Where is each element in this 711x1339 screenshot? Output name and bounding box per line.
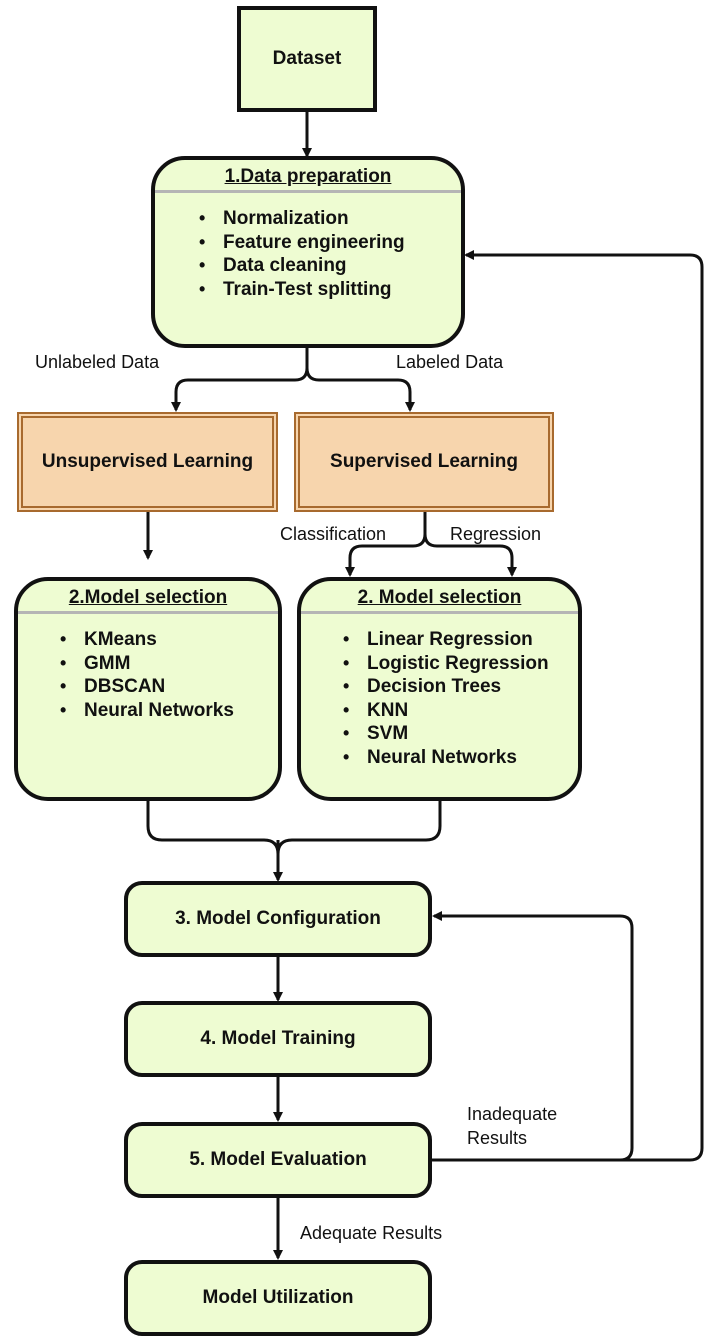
label-inadequate-results-line2: Results [467,1128,528,1148]
edge-merge-right [276,800,442,855]
edge-regression [423,533,517,577]
edge-unlabeled [171,367,309,412]
label-regression: Regression [450,524,542,544]
data-preparation-title: 1.Data preparation [224,166,392,187]
edge-merge-left [146,800,280,855]
label-unlabeled-data: Unlabeled Data [35,352,160,372]
edge-classification [345,533,427,577]
model-selection-unsupervised-node: 2.Model selection KMeans GMM DBSCAN Neur… [14,577,282,801]
edge-feedback-prep [464,250,704,1162]
dataset-label: Dataset [272,48,342,69]
list-item: Neural Networks [343,746,578,770]
model-selection-supervised-title: 2. Model selection [357,587,522,608]
model-training-label: 4. Model Training [200,1028,356,1049]
model-selection-unsupervised-title: 2.Model selection [68,587,228,608]
data-preparation-divider [155,190,461,193]
model-selection-supervised-node: 2. Model selection Linear Regression Log… [297,577,582,801]
list-item: DBSCAN [60,675,278,699]
model-selection-supervised-divider [301,611,578,614]
list-item: Normalization [199,207,461,231]
label-adequate-results: Adequate Results [300,1223,443,1243]
list-item: KMeans [60,628,278,652]
list-item: Logistic Regression [343,652,578,676]
model-configuration-node: 3. Model Configuration [124,881,432,957]
list-item: SVM [343,722,578,746]
unsupervised-learning-node: Unsupervised Learning [17,412,278,512]
list-item: KNN [343,699,578,723]
model-configuration-label: 3. Model Configuration [175,908,381,929]
edge-labeled [305,367,415,412]
list-item: Neural Networks [60,699,278,723]
list-item: Feature engineering [199,231,461,255]
dataset-node: Dataset [237,6,377,112]
model-selection-unsupervised-divider [18,611,278,614]
model-utilization-label: Model Utilization [202,1287,354,1308]
list-item: Data cleaning [199,254,461,278]
model-evaluation-label: 5. Model Evaluation [189,1149,367,1170]
data-preparation-list: Normalization Feature engineering Data c… [155,207,461,301]
data-preparation-node: 1.Data preparation Normalization Feature… [151,156,465,348]
model-utilization-node: Model Utilization [124,1260,432,1336]
model-selection-unsupervised-list: KMeans GMM DBSCAN Neural Networks [18,628,278,722]
model-evaluation-node: 5. Model Evaluation [124,1122,432,1198]
model-selection-supervised-list: Linear Regression Logistic Regression De… [301,628,578,769]
list-item: Linear Regression [343,628,578,652]
label-classification: Classification [280,524,387,544]
unsupervised-learning-label: Unsupervised Learning [41,451,254,472]
supervised-learning-node: Supervised Learning [294,412,554,512]
list-item: GMM [60,652,278,676]
label-inadequate-results-line1: Inadequate [467,1104,558,1124]
list-item: Decision Trees [343,675,578,699]
list-item: Train-Test splitting [199,278,461,302]
label-labeled-data: Labeled Data [396,352,504,372]
supervised-learning-label: Supervised Learning [330,451,518,472]
model-training-node: 4. Model Training [124,1001,432,1077]
